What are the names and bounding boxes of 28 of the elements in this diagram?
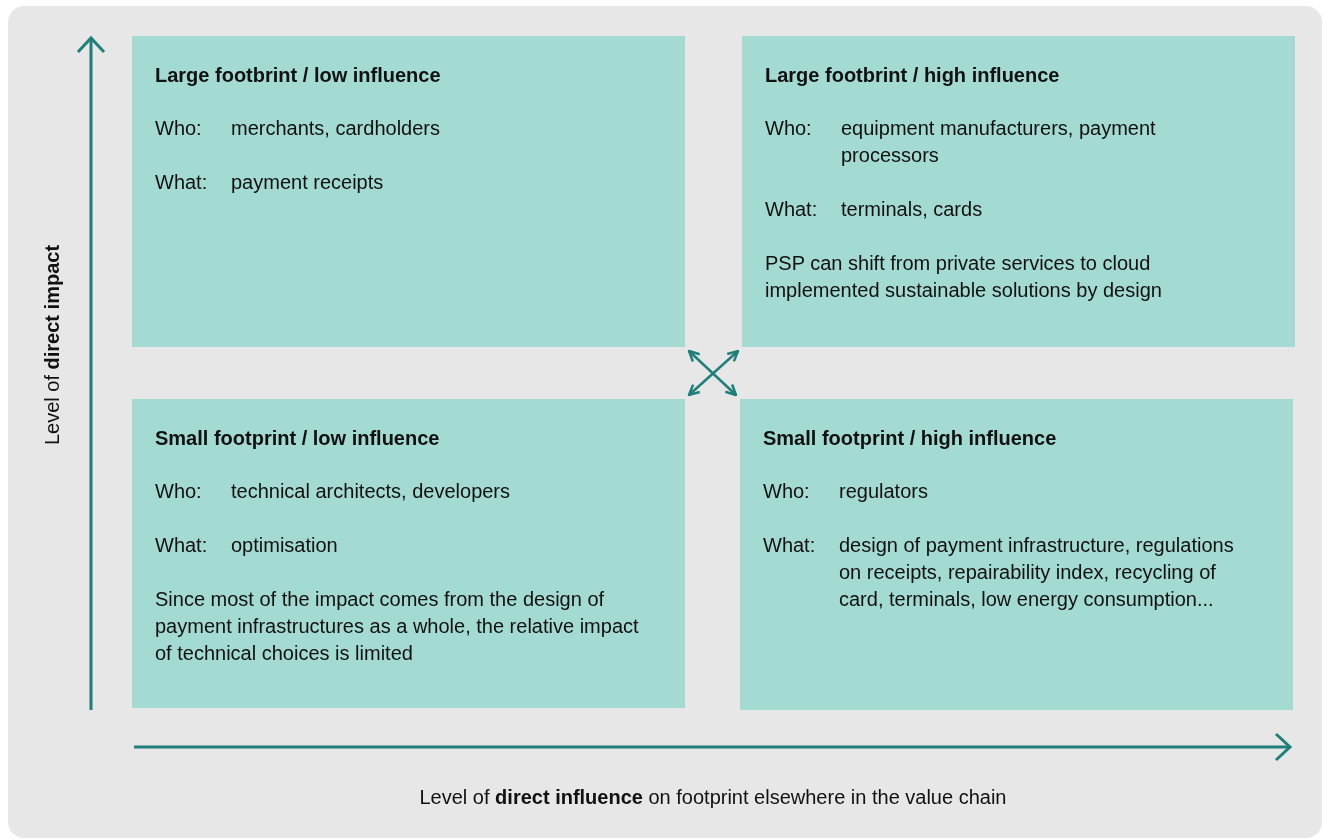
field-value: optimisation (231, 533, 339, 558)
field-value: terminals, cards (841, 197, 984, 222)
field-label: Who: (155, 116, 203, 141)
quadrant-box (742, 36, 1295, 347)
quadrant-heading: Large footbrint / low influence (155, 63, 441, 88)
note-text: Since most of the impact comes from the design of payment infrastructures as a whole, the relative impact of technical choices is limited (155, 587, 640, 666)
field-value: technical architects, developers (231, 479, 512, 504)
field-label: What: (765, 197, 819, 222)
field-value: design of payment infrastructure, regulations on receipts, repairability index, recycling of card, terminals, low energy consumption... (839, 533, 1235, 612)
quadrant-heading: Large footbrint / high influence (765, 63, 1060, 88)
field-value: regulators (839, 479, 929, 504)
quadrant-box (740, 399, 1293, 710)
field-value: payment receipts (231, 170, 385, 195)
field-value: equipment manufacturers, payment processors (841, 116, 1157, 168)
field-label: Who: (765, 116, 813, 141)
field-label: What: (155, 170, 209, 195)
field-label: What: (155, 533, 209, 558)
quadrant-box (132, 399, 685, 708)
field-label: Who: (155, 479, 203, 504)
field-label: Who: (763, 479, 811, 504)
axis-label: Level of direct impact (40, 244, 65, 446)
note-text: PSP can shift from private services to cloud implemented sustainable solutions by design (765, 251, 1163, 303)
field-value: merchants, cardholders (231, 116, 441, 141)
quadrant-box (132, 36, 685, 347)
field-label: What: (763, 533, 817, 558)
axis-label: Level of direct influence on footprint elsewhere in the value chain (419, 785, 1007, 810)
quadrant-heading: Small footprint / low influence (155, 426, 440, 451)
quadrant-heading: Small footprint / high influence (763, 426, 1057, 451)
